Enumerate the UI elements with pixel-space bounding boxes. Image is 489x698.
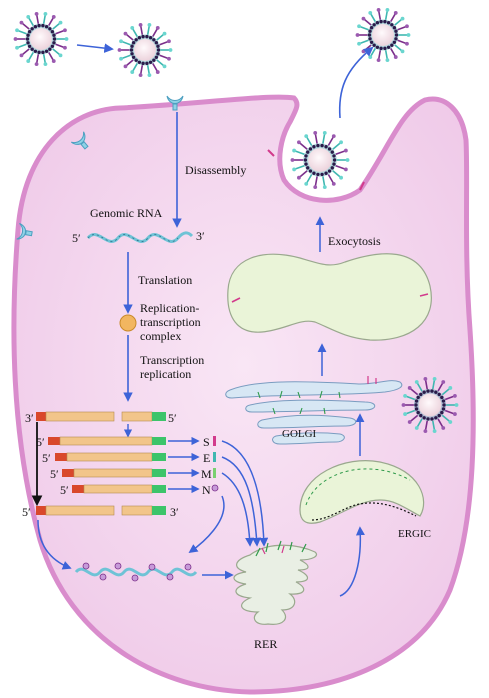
- virion-icon: [290, 130, 350, 190]
- protein-to-rer-arrows: [188, 440, 269, 554]
- protein-m-label: M: [201, 467, 212, 481]
- top-strand-body-a: [45, 411, 115, 422]
- rer-to-ergic-arrow: [339, 526, 365, 597]
- rer-label: RER: [254, 637, 277, 651]
- ergic-organelle: [299, 460, 425, 524]
- exocytosis-label: Exocytosis: [328, 234, 381, 248]
- rtc-label-line1: Replication-: [140, 301, 199, 315]
- subgenomic-rna-set: 3′ 5′ 5′ 5′ 5′ 5′ 5′ 3′: [22, 411, 179, 519]
- virion-icon: [355, 7, 411, 63]
- secretory-vesicle: [227, 253, 432, 341]
- m-5prime-label: 5′: [50, 467, 59, 481]
- rna-5prime-label: 5′: [72, 231, 81, 245]
- rtc-icon: [119, 314, 137, 332]
- rer-organelle: [233, 540, 318, 625]
- virion-icon: [401, 376, 459, 434]
- release-arrow: [338, 46, 374, 119]
- bottom-5prime-label: 5′: [22, 505, 31, 519]
- virion-icon: [117, 22, 173, 78]
- protein-n-label: N: [202, 483, 211, 497]
- top-strand-end: [152, 412, 166, 421]
- top-3prime-label: 3′: [25, 411, 34, 425]
- rtc-label-line2: transcription: [140, 315, 201, 329]
- rtc-label-line3: complex: [140, 329, 181, 343]
- rna-3prime-label: 3′: [196, 229, 205, 243]
- ergic-label: ERGIC: [398, 528, 431, 540]
- ace2-receptor-icon: [166, 95, 184, 111]
- protein-arrows: [168, 436, 200, 494]
- top-strand-body-b: [121, 411, 153, 422]
- golgi-label: GOLGI: [282, 428, 317, 440]
- disassembly-label: Disassembly: [185, 163, 246, 177]
- ace2-receptor-icon: [70, 131, 89, 150]
- transcription-label-line2: replication: [140, 367, 191, 381]
- bottom-3prime-label: 3′: [170, 505, 179, 519]
- top-5prime-label: 5′: [168, 411, 177, 425]
- nucleocapsid-beads: [82, 562, 192, 582]
- ace2-receptor-icon: [16, 222, 33, 240]
- virion-icon: [13, 11, 69, 67]
- nucleocapsid-rna-icon: [74, 567, 198, 577]
- protein-s-label: S: [203, 435, 210, 449]
- attachment-arrow: [76, 43, 114, 53]
- genomic-rna-label: Genomic RNA: [90, 206, 163, 220]
- translation-label: Translation: [138, 273, 192, 287]
- bottom-to-n-arrow: [37, 519, 72, 570]
- s-5prime-label: 5′: [36, 435, 45, 449]
- golgi-organelle: [225, 376, 403, 445]
- protein-e-label: E: [203, 451, 210, 465]
- e-5prime-label: 5′: [42, 451, 51, 465]
- transcription-label-line1: Transcription: [140, 353, 204, 367]
- rna-strand-icon: [86, 231, 194, 243]
- top-strand-cap: [36, 412, 46, 421]
- n-5prime-label: 5′: [60, 483, 69, 497]
